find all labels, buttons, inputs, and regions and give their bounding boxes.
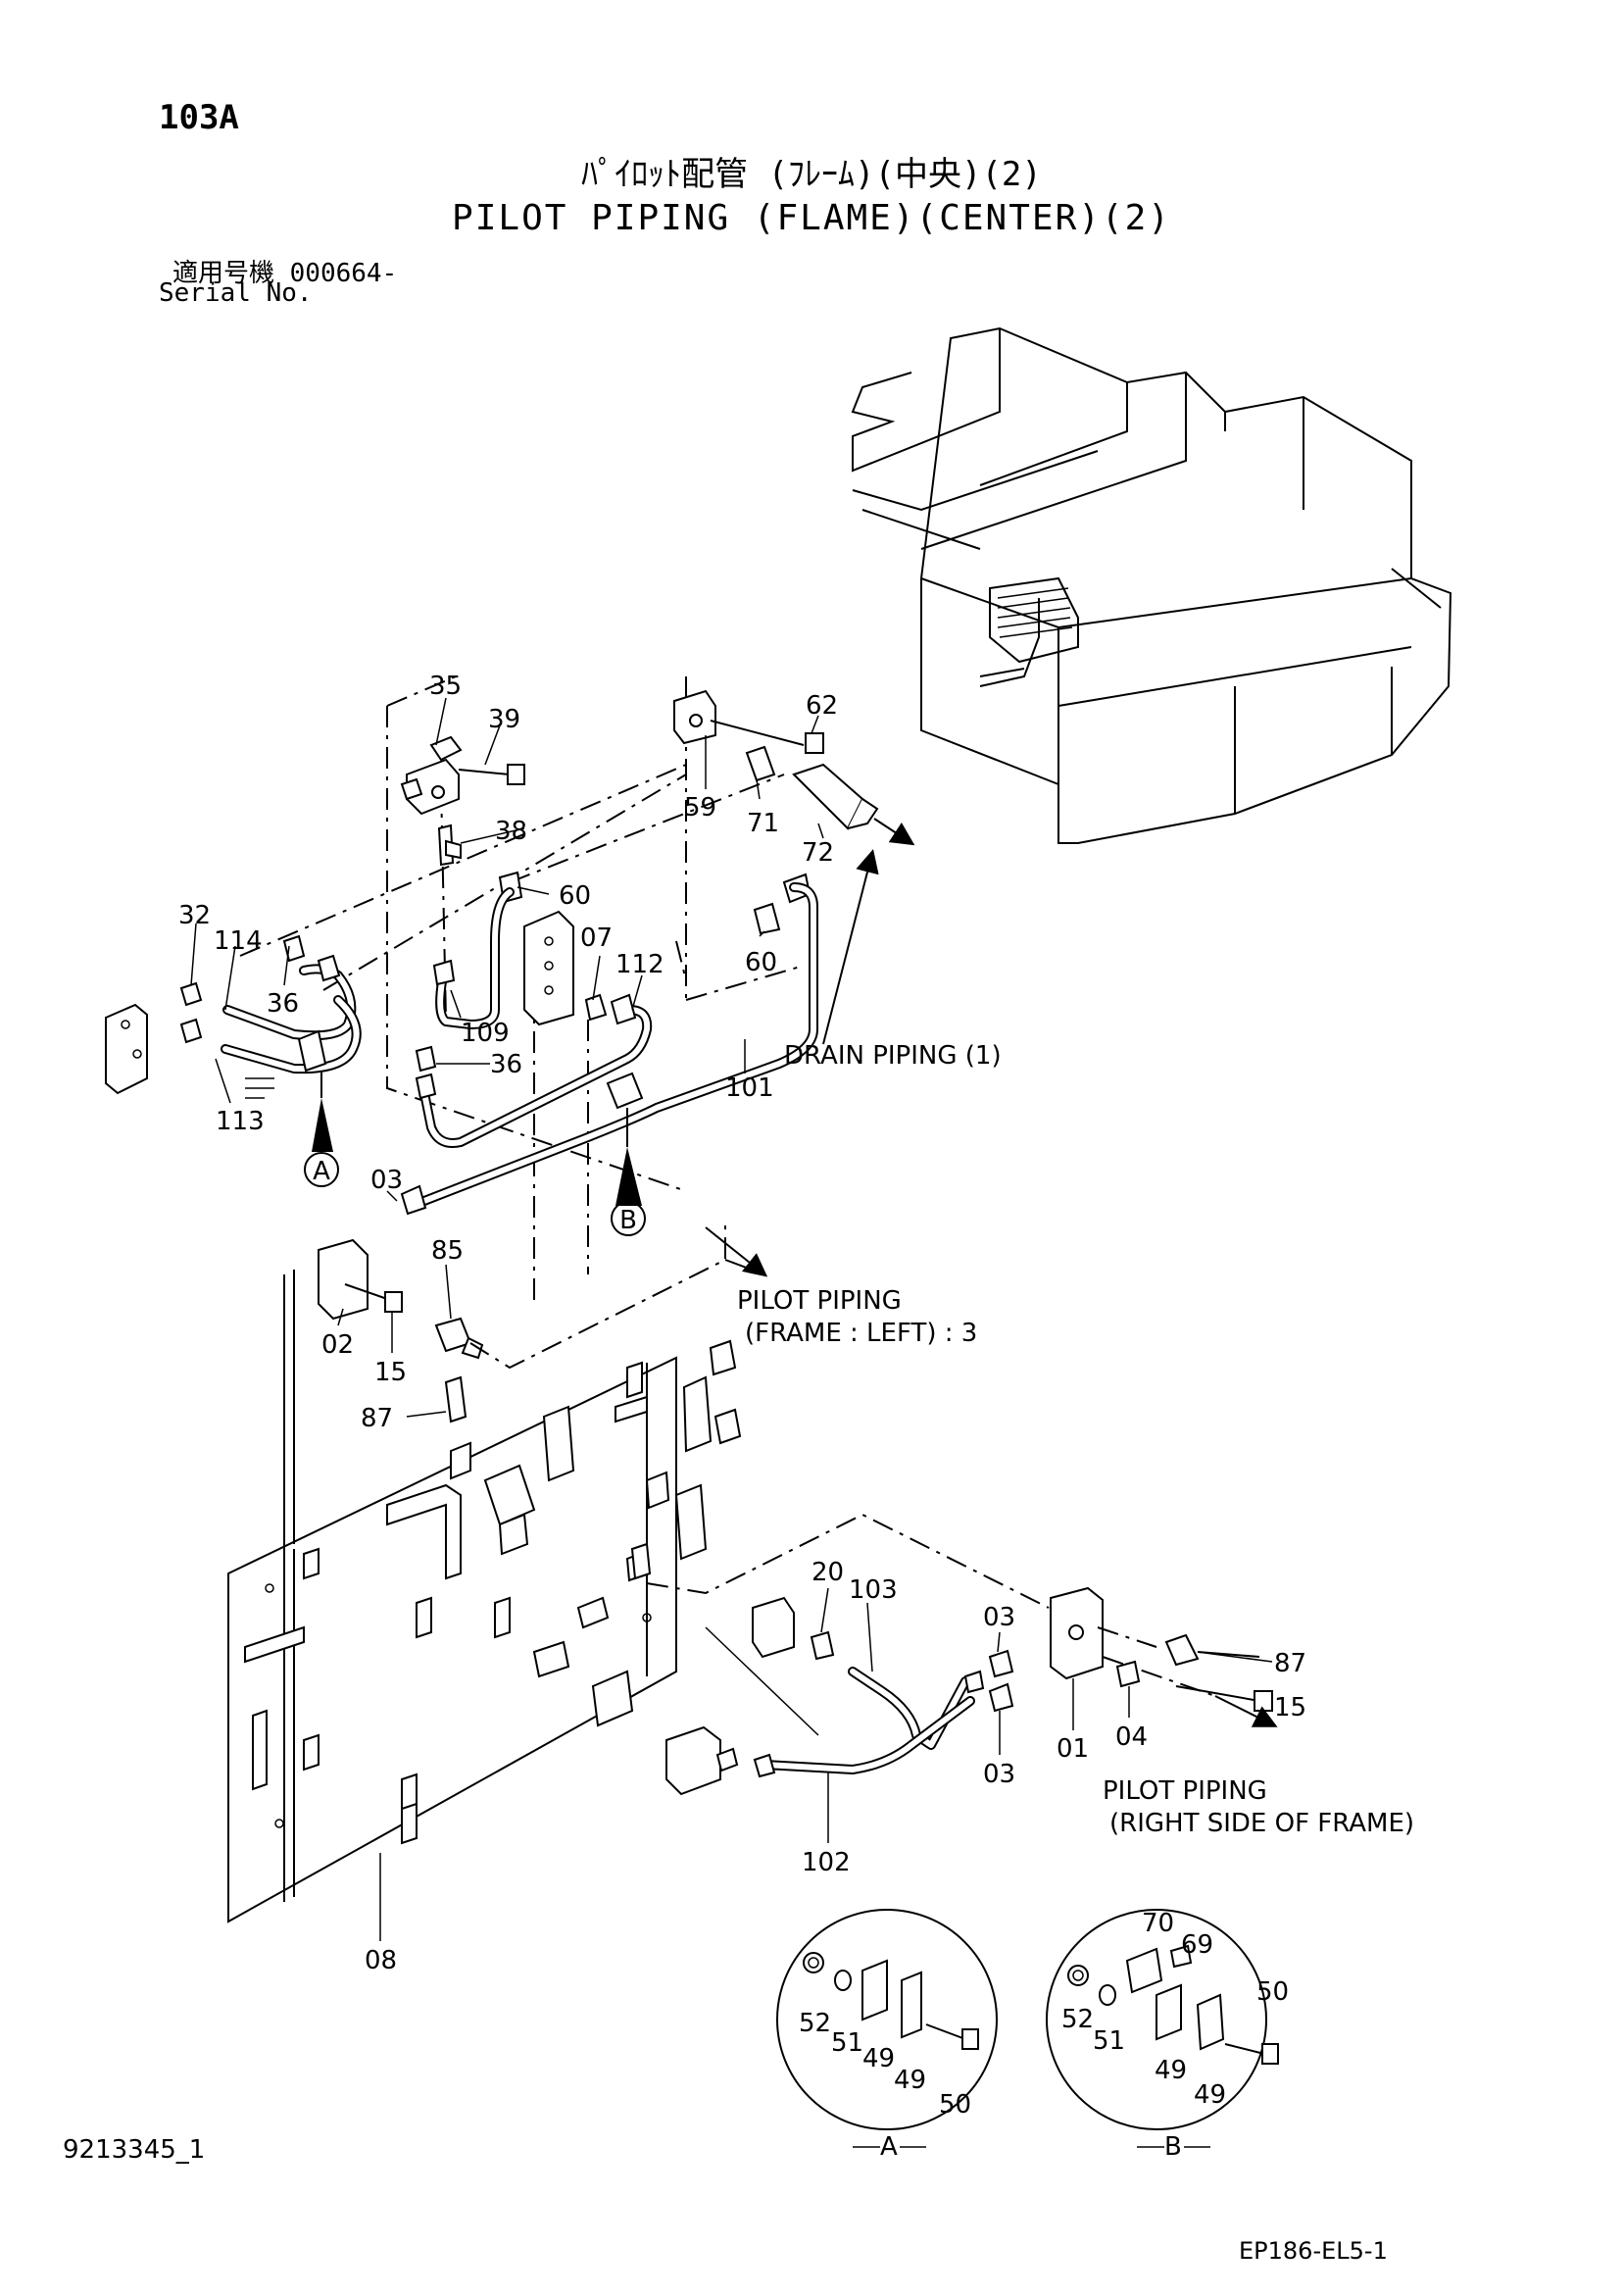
- part-label-72: 72: [802, 838, 834, 868]
- detail-view-a-caption: A: [880, 2132, 898, 2162]
- part-label-15-b: 15: [1274, 1693, 1306, 1722]
- detail-b-label-69: 69: [1181, 1930, 1213, 1960]
- detail-b-label-49-b: 49: [1194, 2080, 1226, 2110]
- note-pilot-right-2: (RIGHT SIDE OF FRAME): [1109, 1809, 1414, 1838]
- detail-b-label-50: 50: [1256, 1977, 1289, 2007]
- part-label-08: 08: [365, 1946, 397, 1975]
- part-label-87-a: 87: [361, 1404, 393, 1433]
- detail-a-label-51: 51: [831, 2028, 863, 2058]
- part-label-60-b: 60: [745, 948, 777, 977]
- title-japanese: ﾊﾟｲﾛｯﾄ配管 (ﾌﾚｰﾑ)(中央)(2): [581, 155, 1042, 194]
- part-label-102: 102: [802, 1848, 851, 1877]
- part-label-87-b: 87: [1274, 1649, 1306, 1678]
- serial-label-japanese: 適用号機 000664-: [172, 259, 398, 288]
- machine-frame-drawing: [851, 326, 1452, 844]
- detail-b-label-70: 70: [1142, 1909, 1174, 1938]
- figure-id: EP186-EL5-1: [1239, 2237, 1388, 2265]
- svg-text:B: B: [619, 1206, 637, 1235]
- part-label-113: 113: [216, 1107, 265, 1136]
- part-label-04: 04: [1115, 1722, 1148, 1752]
- note-pilot-left-1: PILOT PIPING: [737, 1286, 902, 1316]
- part-label-38: 38: [495, 817, 527, 846]
- part-label-114: 114: [214, 926, 263, 956]
- detail-a-label-49-b: 49: [894, 2066, 926, 2095]
- upper-pipe-assembly: [105, 675, 915, 1304]
- part-label-02: 02: [321, 1330, 354, 1360]
- part-label-20: 20: [812, 1558, 844, 1587]
- svg-text:A: A: [313, 1157, 330, 1186]
- part-label-85: 85: [431, 1236, 464, 1266]
- detail-view-b-caption: B: [1164, 2132, 1182, 2162]
- part-number-labels: 35 39 62 38 59 71 72 60 60 07 112 32 114…: [178, 672, 1306, 2120]
- detail-b-label-49-a: 49: [1155, 2056, 1187, 2085]
- part-label-03-a: 03: [370, 1166, 403, 1195]
- part-label-101: 101: [725, 1073, 774, 1103]
- part-label-15-a: 15: [374, 1358, 407, 1387]
- detail-view-b: [1046, 1909, 1279, 2130]
- part-label-32: 32: [178, 901, 211, 930]
- part-label-03-b: 03: [983, 1603, 1015, 1632]
- part-label-112: 112: [615, 950, 664, 979]
- part-label-01: 01: [1057, 1734, 1089, 1764]
- note-pilot-right-1: PILOT PIPING: [1103, 1776, 1267, 1806]
- part-label-36-b: 36: [490, 1050, 522, 1079]
- part-label-36-a: 36: [267, 989, 299, 1019]
- detail-a-label-52: 52: [799, 2009, 831, 2038]
- part-label-103: 103: [849, 1575, 898, 1605]
- part-label-39: 39: [488, 705, 520, 734]
- detail-a-label-49-a: 49: [862, 2044, 895, 2073]
- part-label-60-a: 60: [559, 881, 591, 911]
- detail-view-a: [776, 1909, 998, 2130]
- page-number: 103A: [159, 98, 239, 137]
- right-pipe-assembly: [646, 1513, 1278, 1796]
- part-label-03-c: 03: [983, 1760, 1015, 1789]
- title-english: PILOT PIPING (FLAME)(CENTER)(2): [452, 198, 1171, 238]
- part-label-07: 07: [580, 923, 613, 953]
- frame-plate-assembly: [227, 1225, 768, 1923]
- note-drain-piping: DRAIN PIPING (1): [784, 1041, 1002, 1071]
- detail-a-label-50: 50: [939, 2090, 971, 2120]
- document-id: 9213345_1: [63, 2135, 206, 2165]
- part-label-109: 109: [461, 1019, 510, 1048]
- part-label-59: 59: [684, 793, 716, 823]
- marker-a: A: [304, 1152, 339, 1187]
- serial-label-english: Serial No.: [159, 278, 313, 308]
- detail-b-label-52: 52: [1061, 2005, 1094, 2034]
- part-label-62: 62: [806, 691, 838, 721]
- leader-lines: [190, 697, 1273, 1941]
- note-pilot-left-2: (FRAME : LEFT) : 3: [745, 1319, 977, 1348]
- detail-b-label-51: 51: [1093, 2026, 1125, 2056]
- part-label-71: 71: [747, 809, 779, 838]
- marker-b: B: [611, 1201, 646, 1236]
- part-label-35: 35: [429, 672, 462, 701]
